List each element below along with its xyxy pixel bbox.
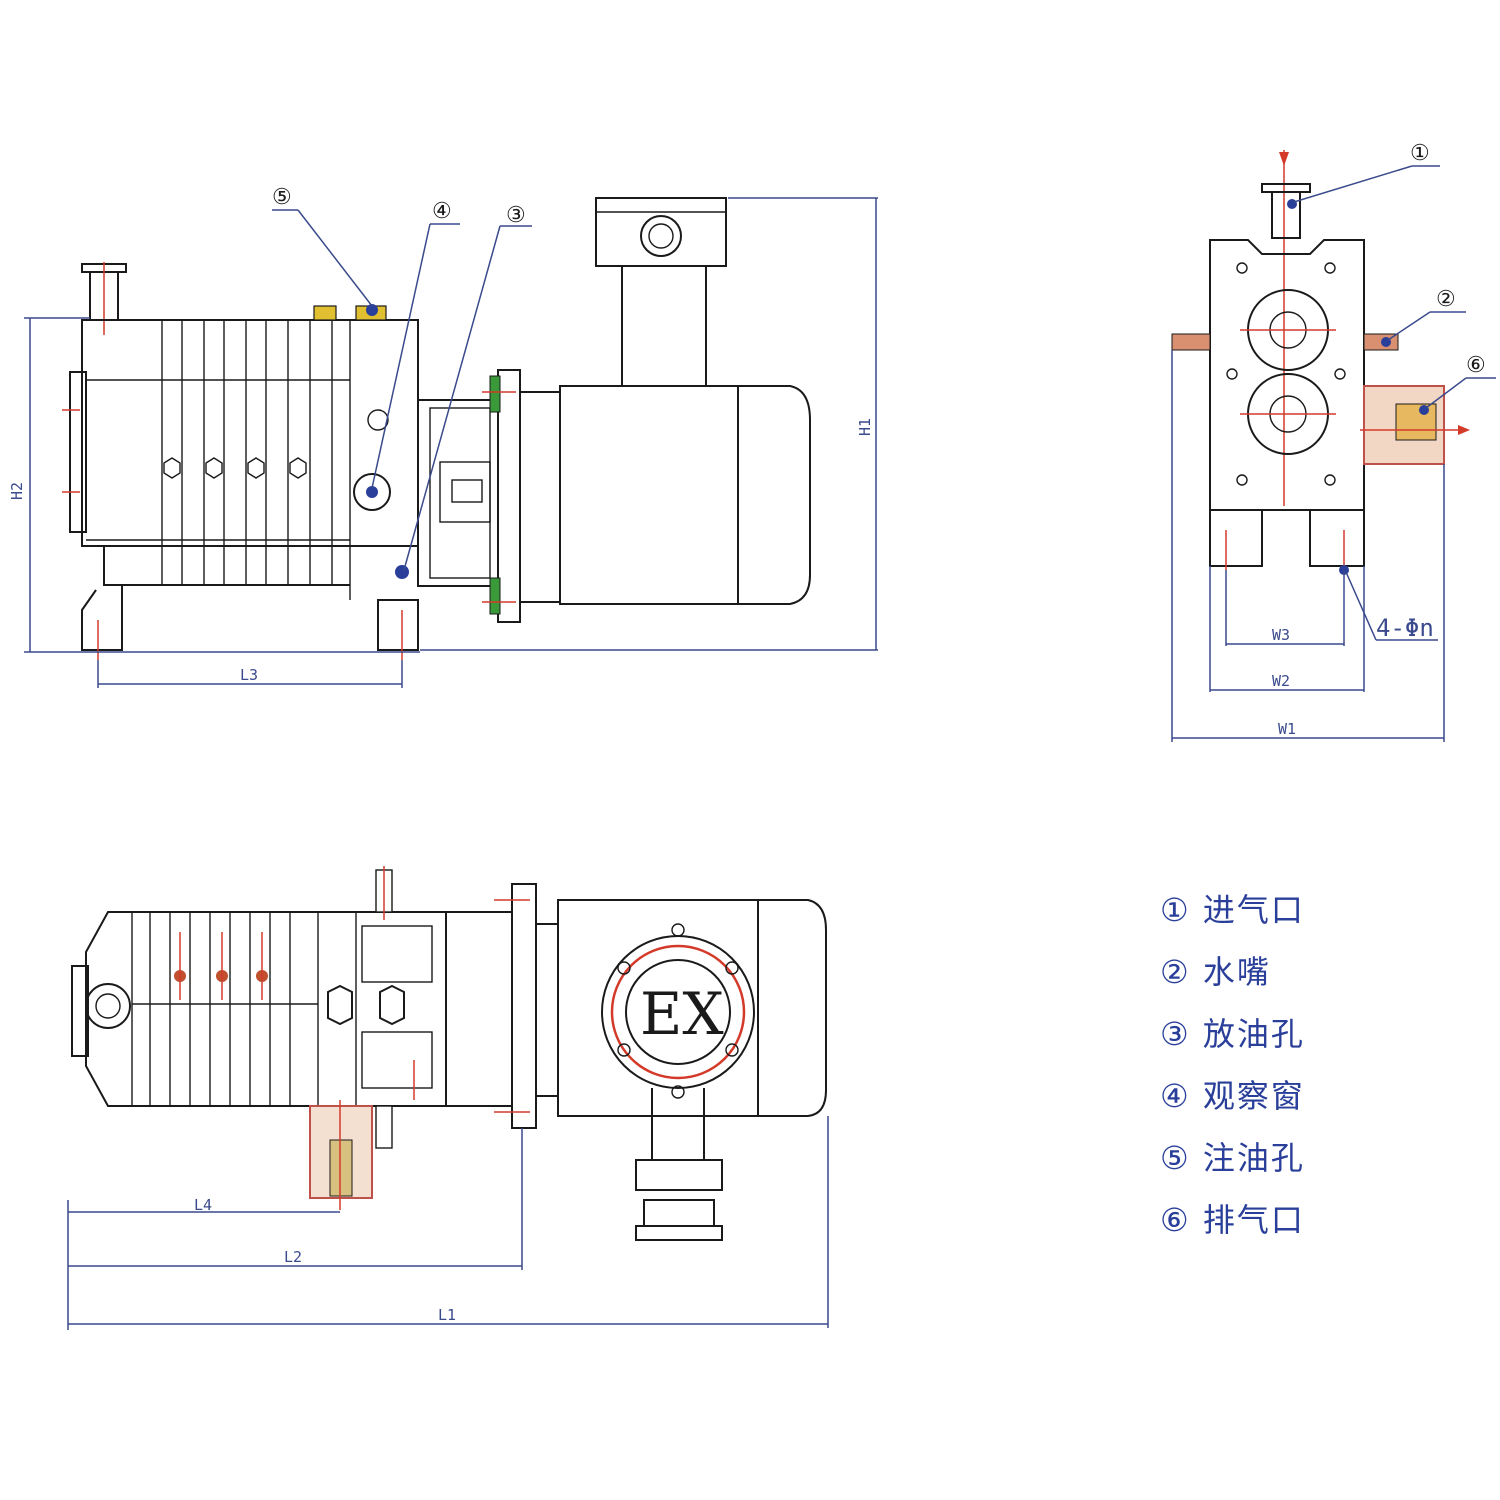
- legend-item: ④ 观察窗: [1160, 1076, 1460, 1138]
- dim-L1: L1: [438, 1306, 456, 1324]
- legend-item: ⑥ 排气口: [1160, 1200, 1460, 1262]
- callout-2-side: ②: [1436, 287, 1456, 312]
- dimension-lines-front: [24, 197, 878, 688]
- legend-label: 进气口: [1202, 891, 1305, 929]
- holes-label: 4-Φn: [1376, 614, 1434, 642]
- dim-L2: L2: [284, 1248, 302, 1266]
- legend-item: ② 水嘴: [1160, 952, 1460, 1014]
- dimension-lines-side: [1171, 350, 1445, 742]
- motor-ex-label: EX: [640, 980, 724, 1048]
- legend-num: ⑤: [1160, 1139, 1191, 1177]
- legend-num: ④: [1160, 1077, 1191, 1115]
- legend-item: ⑤ 注油孔: [1160, 1138, 1460, 1200]
- legend-label: 排气口: [1202, 1201, 1305, 1239]
- hex-bolts: [163, 457, 307, 479]
- dimension-lines-top: [67, 1116, 829, 1330]
- legend-num: ②: [1160, 953, 1191, 991]
- callout-4-front: ④: [432, 199, 452, 224]
- dim-L3: L3: [240, 666, 258, 684]
- callout-5-front: ⑤: [272, 185, 292, 210]
- dim-W3: W3: [1272, 626, 1290, 644]
- legend-label: 放油孔: [1202, 1015, 1305, 1053]
- dim-W1: W1: [1278, 720, 1296, 738]
- side-view: W3 W2 W1 4-Φn ① ② ⑥: [1171, 141, 1496, 742]
- dim-W2: W2: [1272, 672, 1290, 690]
- dim-H2: H2: [8, 482, 26, 500]
- callout-1-side: ①: [1410, 141, 1430, 166]
- callout-6-side: ⑥: [1466, 353, 1486, 378]
- front-view: H2 H1 L3 ⑤ ④ ③: [8, 185, 878, 688]
- legend-label: 观察窗: [1202, 1077, 1305, 1115]
- parts-legend: ① 进气口 ② 水嘴 ③ 放油孔 ④ 观察窗 ⑤ 注油孔 ⑥ 排气口: [1160, 890, 1460, 1262]
- legend-num: ③: [1160, 1015, 1191, 1053]
- cooling-fins: [161, 320, 351, 600]
- legend-num: ①: [1160, 891, 1191, 929]
- legend-item: ③ 放油孔: [1160, 1014, 1460, 1076]
- dim-H1: H1: [856, 418, 874, 436]
- legend-num: ⑥: [1160, 1201, 1191, 1239]
- callout-3-front: ③: [506, 203, 526, 228]
- top-view: EX L4 L2 L1: [67, 866, 829, 1330]
- legend-label: 水嘴: [1202, 953, 1271, 991]
- dim-L4: L4: [194, 1196, 212, 1214]
- top-fins: [131, 912, 357, 1106]
- legend-label: 注油孔: [1202, 1139, 1305, 1177]
- legend-item: ① 进气口: [1160, 890, 1460, 952]
